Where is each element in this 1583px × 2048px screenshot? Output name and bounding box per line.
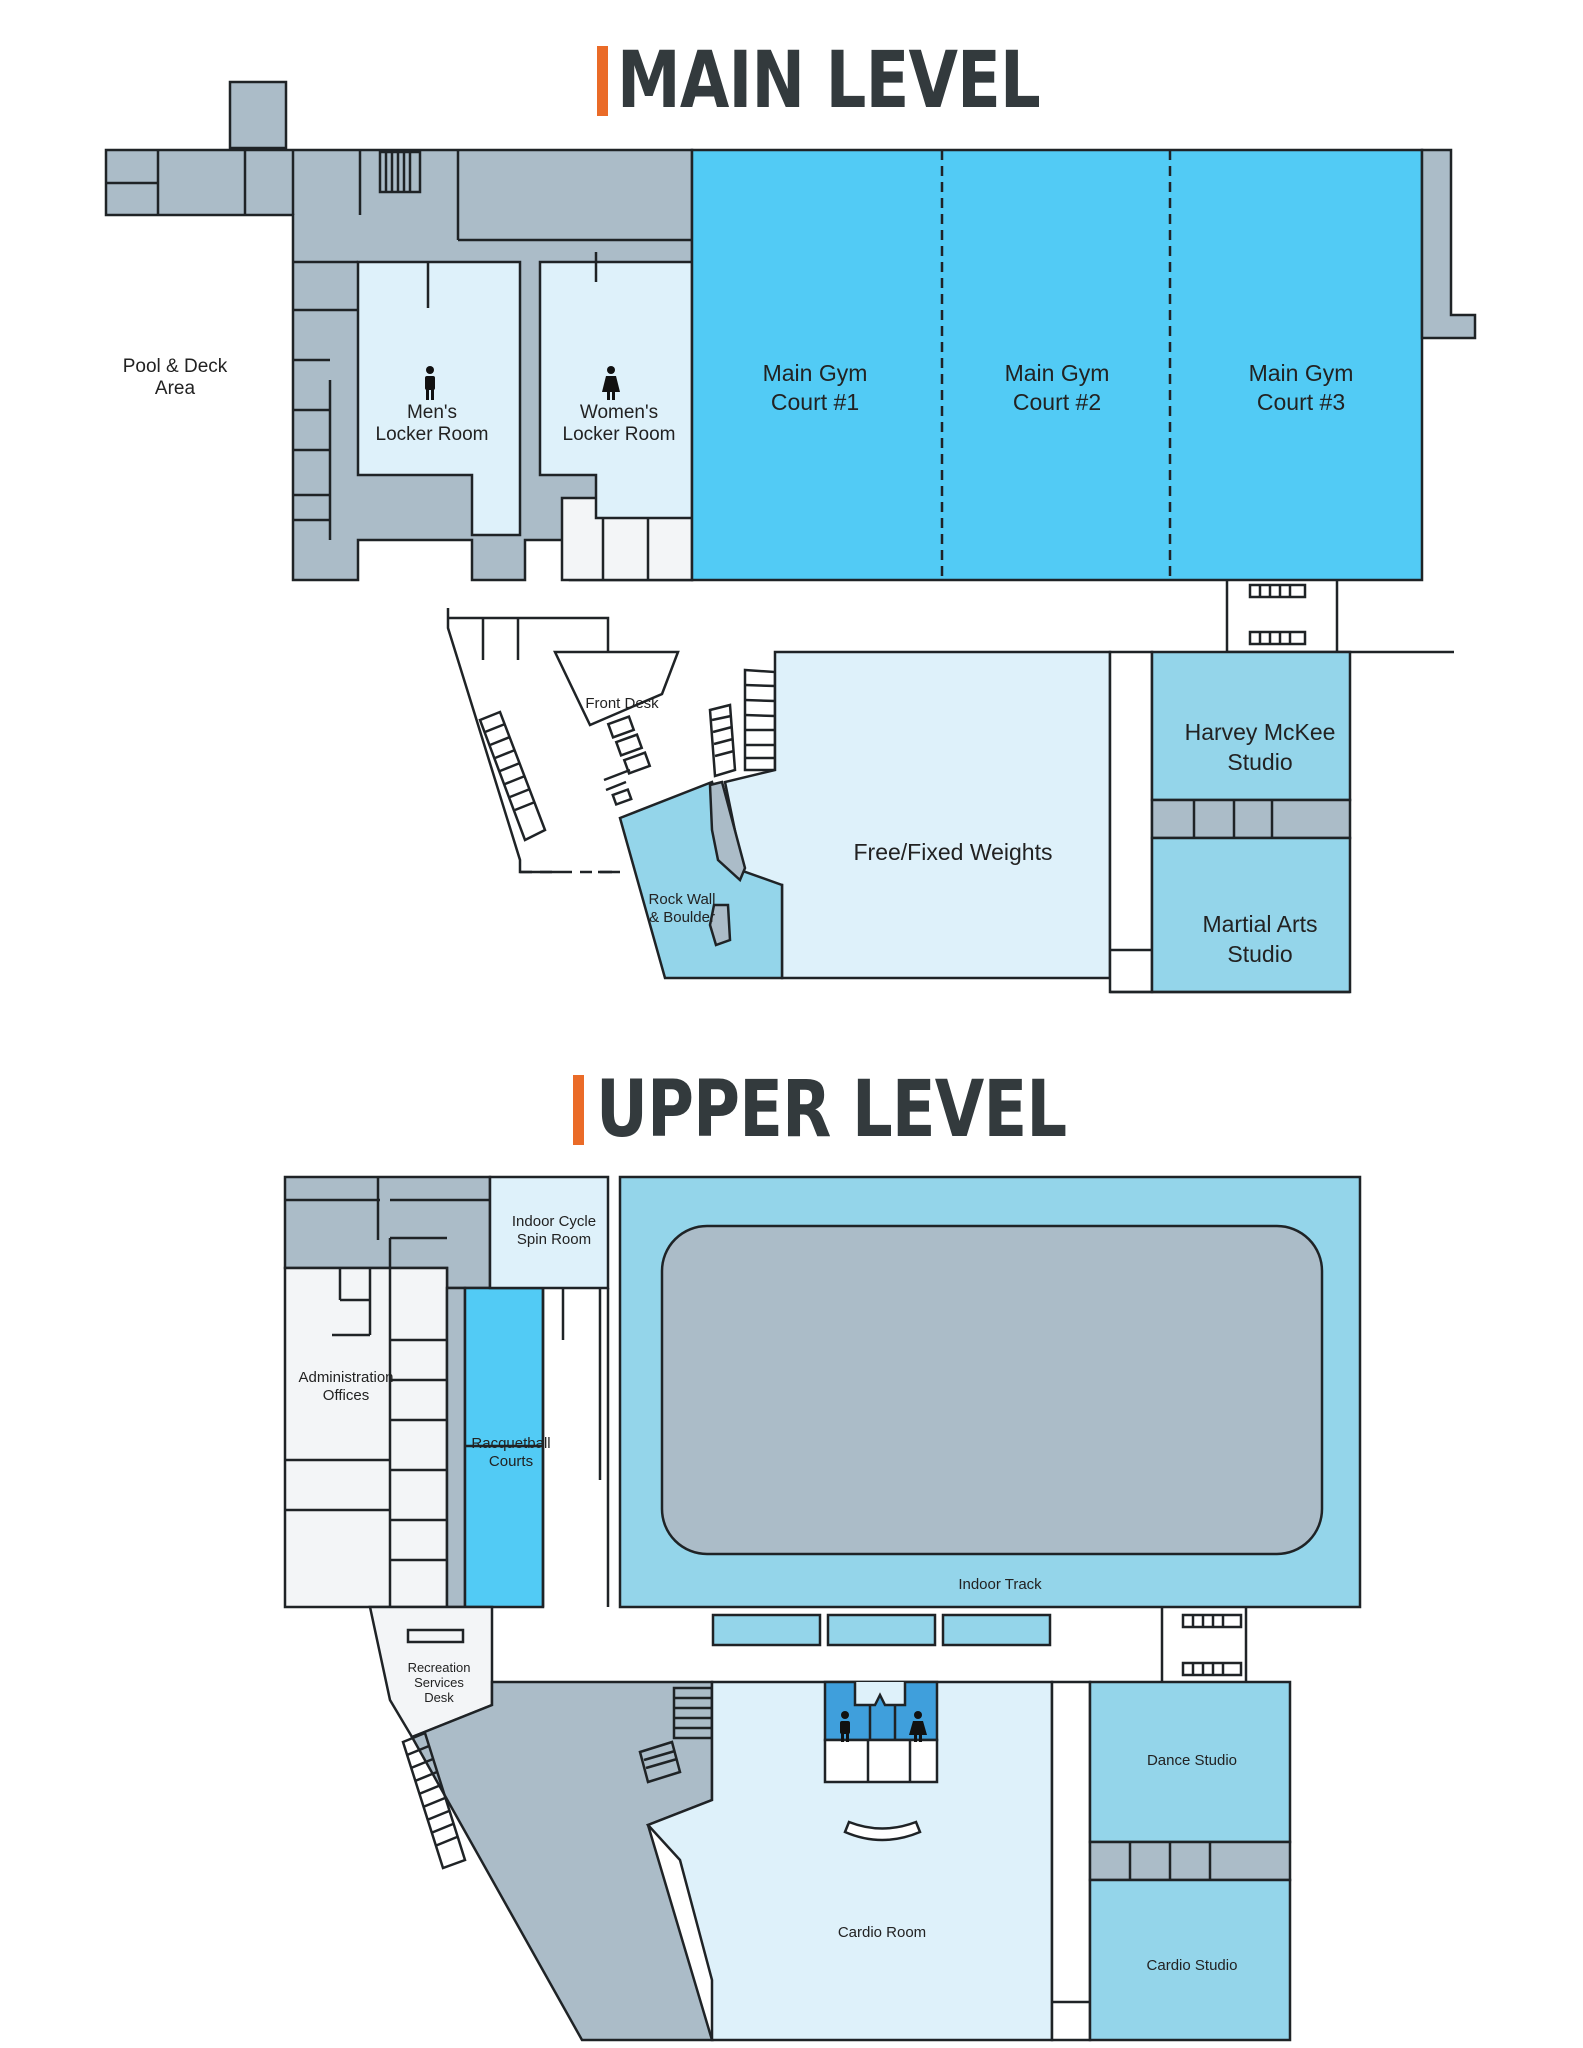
- restroom-icons: [425, 366, 927, 1742]
- dance-studio: [1088, 1680, 1292, 1844]
- mens-locker-room: [356, 260, 522, 537]
- upper-level-accent-bar: [573, 1075, 584, 1145]
- main-level-title: MAIN LEVEL: [617, 36, 1041, 126]
- mens-icon: [425, 366, 435, 400]
- lobby-stairs: [478, 710, 547, 842]
- main-level-accent-bar: [597, 46, 608, 116]
- indoor-track-label: Indoor Track: [958, 1576, 1042, 1593]
- main-level-stairs-right: [1225, 580, 1454, 654]
- upper-level-stairs-right: [1160, 1607, 1248, 1682]
- upper-level-gray-area: [410, 1680, 714, 2042]
- free-weights-label: Free/Fixed Weights: [854, 839, 1053, 865]
- rock-wall-label: Rock Wall& Boulder: [649, 891, 716, 926]
- cardio-studio: [1088, 1878, 1292, 2042]
- martial-arts-studio: [1150, 836, 1352, 994]
- front-desk-label: Front Desk: [585, 695, 659, 712]
- harvey-mckee-studio: [1150, 650, 1352, 802]
- upper-level-diagonal-stairs: [401, 1686, 714, 1870]
- front-desk-counter: [603, 715, 652, 807]
- track-infield: [660, 1224, 1324, 1556]
- rock-wall-area: [618, 780, 784, 980]
- upper-level-title: UPPER LEVEL: [596, 1065, 1067, 1155]
- main-gym-courts: [690, 148, 1424, 582]
- dance-studio-label: Dance Studio: [1147, 1752, 1237, 1769]
- administration-offices: [283, 1266, 449, 1609]
- upper-mens-icon: [840, 1711, 850, 1742]
- cardio-studio-label: Cardio Studio: [1147, 1957, 1238, 1974]
- upper-womens-icon: [909, 1711, 927, 1742]
- cardio-room-label: Cardio Room: [838, 1924, 926, 1941]
- indoor-cycle-spin-room: [488, 1175, 610, 1290]
- central-stairs: [708, 668, 777, 778]
- womens-icon: [602, 366, 620, 400]
